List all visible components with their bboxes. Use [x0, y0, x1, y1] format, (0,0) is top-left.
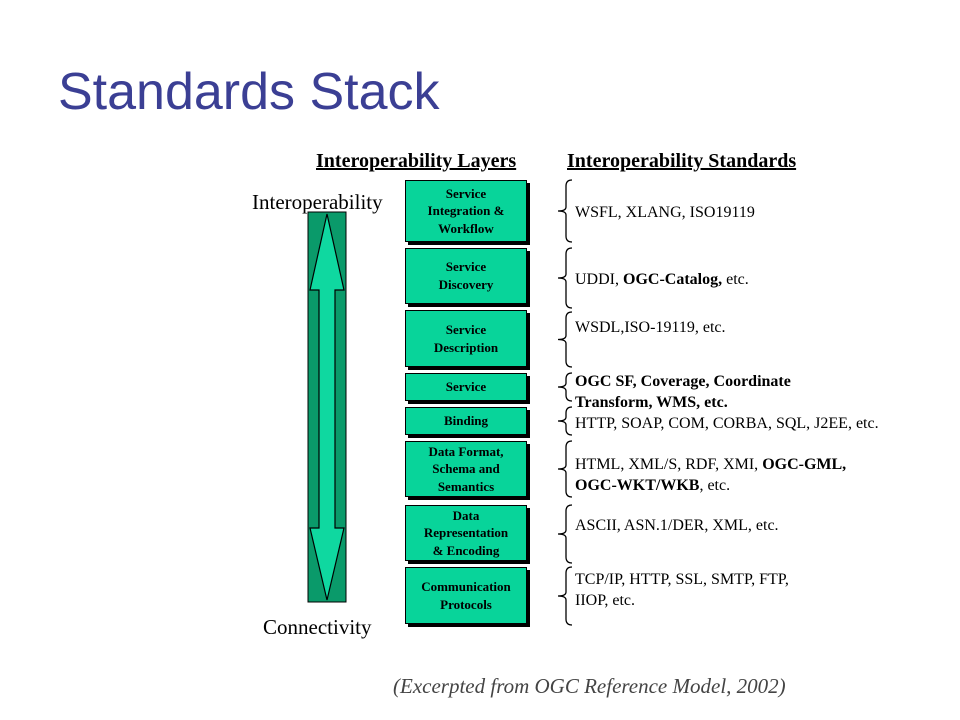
- layer-box: Communication Protocols: [405, 567, 527, 624]
- brace: [557, 247, 573, 309]
- brace: [557, 372, 573, 402]
- standards-segment: TCP/IP, HTTP, SSL, SMTP, FTP,: [575, 571, 789, 588]
- braces-group: [557, 179, 573, 626]
- interoperability-label: Interoperability: [252, 190, 383, 214]
- standards-segment: WSDL,ISO-19119, etc.: [575, 319, 726, 336]
- brace: [557, 504, 573, 564]
- double-arrow: [307, 211, 347, 603]
- standards-segment: OGC SF, Coverage, Coordinate: [575, 373, 791, 390]
- standards-segment: OGC-GML,: [762, 456, 847, 473]
- standards-segment: ASCII, ASN.1/DER, XML, etc.: [575, 517, 779, 534]
- standards-segment: IIOP, etc.: [575, 591, 635, 609]
- brace: [557, 179, 573, 243]
- standards-segment: HTTP, SOAP, COM, CORBA, SQL, J2EE, etc.: [575, 415, 879, 432]
- standards-segment: , etc.: [699, 476, 731, 494]
- standards-segment: OGC-Catalog,: [623, 271, 723, 288]
- connectivity-label: Connectivity: [263, 615, 372, 639]
- standards-segment: etc.: [722, 271, 749, 288]
- standards-text: ASCII, ASN.1/DER, XML, etc.: [575, 516, 779, 537]
- source-caption: (Excerpted from OGC Reference Model, 200…: [393, 674, 786, 698]
- layer-box: Service Description: [405, 310, 527, 367]
- standards-segment: HTML, XML/S, RDF, XMI,: [575, 456, 763, 473]
- layer-box: Binding: [405, 407, 527, 435]
- layer-box: Data Representation & Encoding: [405, 505, 527, 561]
- standards-segment: Transform, WMS, etc.: [575, 393, 728, 411]
- brace: [557, 440, 573, 498]
- layer-box: Service Discovery: [405, 248, 527, 304]
- layer-box: Service: [405, 373, 527, 401]
- standards-text: TCP/IP, HTTP, SSL, SMTP, FTP, IIOP, etc.: [575, 570, 789, 612]
- brace: [557, 311, 573, 368]
- standards-text: UDDI, OGC-Catalog, etc.: [575, 270, 749, 291]
- layer-box: Data Format, Schema and Semantics: [405, 441, 527, 497]
- brace: [557, 406, 573, 436]
- standards-segment: OGC-WKT/WKB: [575, 476, 700, 494]
- standards-text: WSDL,ISO-19119, etc.: [575, 318, 726, 339]
- standards-text: HTTP, SOAP, COM, CORBA, SQL, J2EE, etc.: [575, 414, 879, 435]
- standards-segment: UDDI,: [575, 271, 623, 288]
- slide-title: Standards Stack: [58, 63, 440, 121]
- layers-column-header: Interoperability Layers: [316, 150, 517, 172]
- layer-box: Service Integration & Workflow: [405, 180, 527, 242]
- standards-segment: WSFL, XLANG, ISO19119: [575, 204, 755, 221]
- standards-text: WSFL, XLANG, ISO19119: [575, 203, 755, 224]
- brace: [557, 566, 573, 626]
- standards-column-header: Interoperability Standards: [567, 150, 797, 172]
- standards-text: HTML, XML/S, RDF, XMI, OGC-GML, OGC-WKT/W…: [575, 455, 846, 497]
